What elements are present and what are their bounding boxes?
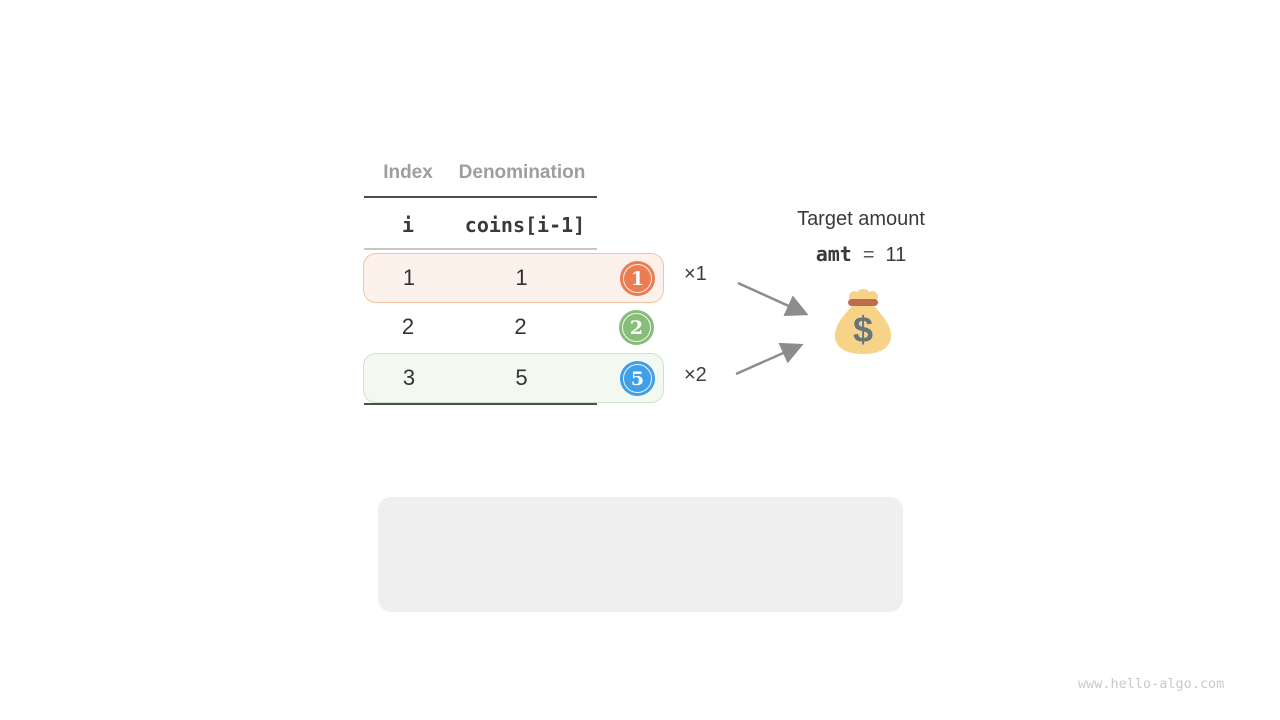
arrow-times2: [735, 342, 804, 376]
row1-index: 1: [402, 265, 416, 290]
coin-5-icon: 5: [620, 361, 655, 396]
target-amount-title: Target amount: [797, 208, 925, 230]
coin-2-icon: 2: [619, 310, 654, 345]
row2-denomination: 2: [514, 314, 527, 339]
result-box: Minimum number of coins: 3 Optimal coin …: [378, 497, 903, 612]
dollar-sign: $: [853, 309, 873, 350]
watermark: www.hello-algo.com: [1078, 676, 1225, 692]
row1-denomination: 1: [515, 265, 528, 290]
coin-1-icon: 1: [620, 261, 655, 296]
target-value: 11: [885, 244, 907, 266]
row3-denomination: 5: [515, 365, 528, 390]
row2-index: 2: [401, 314, 415, 339]
money-bag-icon: $: [834, 289, 892, 354]
multiplier-times-2: ×2: [684, 364, 707, 386]
target-variable: amt: [815, 242, 852, 266]
multiplier-times-1: ×1: [684, 263, 707, 285]
table-header-rule: [364, 248, 597, 250]
code-header-i: i: [401, 213, 415, 237]
coin-5-value: 5: [630, 367, 645, 390]
table-row-2: 2 2 2: [363, 303, 664, 353]
target-amount-expression: amt = 11: [761, 242, 961, 267]
arrow-times1: [737, 281, 809, 317]
table-row-1: 1 1 1: [363, 253, 664, 303]
table-top-rule: [364, 196, 597, 198]
column-header-denomination: Denomination: [458, 162, 586, 183]
coin-2-value: 2: [629, 316, 644, 339]
code-header-coins: coins[i-1]: [464, 213, 586, 237]
column-header-index: Index: [383, 162, 433, 183]
row3-index: 3: [402, 365, 416, 390]
equals-sign: =: [862, 244, 875, 266]
table-bottom-rule: [364, 403, 597, 405]
coin-1-value: 1: [630, 267, 645, 290]
table-row-3: 3 5 5: [363, 353, 664, 403]
